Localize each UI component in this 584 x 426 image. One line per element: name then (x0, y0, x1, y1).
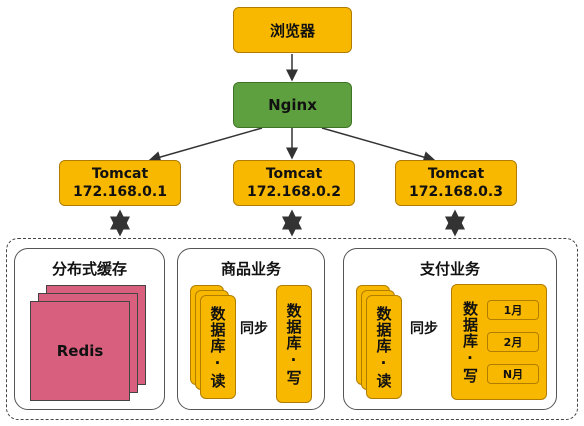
tomcat-node-2: Tomcat 172.168.0.2 (233, 160, 355, 206)
payment-shard-n-label: N月 (502, 368, 524, 381)
tomcat-3-name: Tomcat (427, 166, 485, 182)
browser-label: 浏览器 (269, 21, 315, 40)
nginx-node: Nginx (233, 82, 352, 128)
payment-shard-1-label: 1月 (503, 304, 523, 317)
redis-label: Redis (56, 342, 104, 360)
product-write-db-label: 数据库·写 (284, 302, 303, 386)
payment-shard-2-label: 2月 (503, 336, 523, 349)
payment-sync-label: 同步 (410, 321, 438, 337)
payment-shard-2: 2月 (487, 332, 539, 352)
payment-shard-n: N月 (487, 364, 539, 384)
cache-title: 分布式缓存 (51, 260, 127, 278)
storage-container (6, 238, 578, 420)
product-sync-label: 同步 (240, 321, 268, 337)
browser-node: 浏览器 (233, 7, 352, 53)
tomcat-3-ip: 172.168.0.3 (409, 184, 503, 200)
product-write-db: 数据库·写 (276, 285, 312, 403)
tomcat-1-name: Tomcat (91, 166, 149, 182)
product-title: 商品业务 (220, 260, 281, 278)
redis-stack-front: Redis (30, 301, 130, 401)
tomcat-node-3: Tomcat 172.168.0.3 (395, 160, 517, 206)
arrow-nginx-tomcat1 (148, 127, 263, 163)
product-read-db-label: 数据库·读 (208, 305, 227, 389)
tomcat-2-ip: 172.168.0.2 (247, 184, 341, 200)
tomcat-node-1: Tomcat 172.168.0.1 (59, 160, 181, 206)
payment-read-db-label: 数据库·读 (374, 305, 393, 389)
nginx-label: Nginx (268, 96, 317, 114)
payment-write-db-label: 数据库·写 (461, 300, 479, 384)
product-read-db: 数据库·读 (200, 295, 236, 399)
payment-title: 支付业务 (419, 260, 480, 278)
payment-read-db: 数据库·读 (366, 295, 402, 399)
arrow-nginx-tomcat3 (321, 127, 436, 163)
tomcat-1-ip: 172.168.0.1 (73, 184, 167, 200)
payment-shard-1: 1月 (487, 300, 539, 320)
tomcat-2-name: Tomcat (265, 166, 323, 182)
